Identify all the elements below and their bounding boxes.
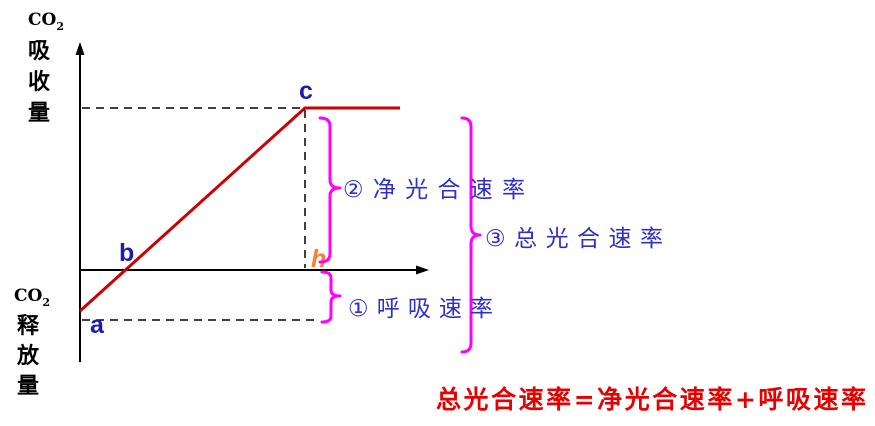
point-label-h: h (311, 245, 326, 273)
photosynthesis-curve (78, 106, 400, 313)
annotation-net-photosynthesis: ②净光合速率 (343, 177, 525, 203)
formula-text: 总光合速率=净光合速率+呼吸速率 (436, 385, 866, 414)
y-label-positive-char-1: 吸 (28, 38, 51, 64)
y-label-positive-co: CO (28, 10, 57, 30)
y-label-negative-char-2: 放 (16, 343, 40, 369)
y-label-positive-char-2: 收 (28, 69, 50, 95)
y-axis-arrow (75, 42, 85, 55)
y-label-negative-char-3: 量 (17, 373, 39, 399)
point-label-b: b (119, 239, 134, 267)
brace-total-photosynthesis (460, 116, 482, 354)
y-label-negative-co2: CO2 (14, 286, 50, 309)
y-label-negative-subscript: 2 (42, 296, 50, 309)
y-label-negative-char-1: 释 (17, 313, 40, 339)
annotation-respiration: ①呼吸速率 (348, 296, 493, 322)
y-label-negative-co: CO (14, 286, 43, 306)
brace-net-photosynthesis (318, 116, 342, 264)
y-label-positive-char-3: 量 (28, 100, 50, 126)
point-label-a: a (90, 311, 105, 339)
point-label-c: c (299, 77, 313, 105)
y-label-positive-co2: CO2 (28, 10, 64, 33)
annotation-total-photosynthesis: ③总光合速率 (485, 226, 663, 252)
y-label-positive-subscript: 2 (56, 20, 64, 33)
brace-respiration (320, 270, 342, 324)
x-axis-arrow (416, 265, 429, 275)
